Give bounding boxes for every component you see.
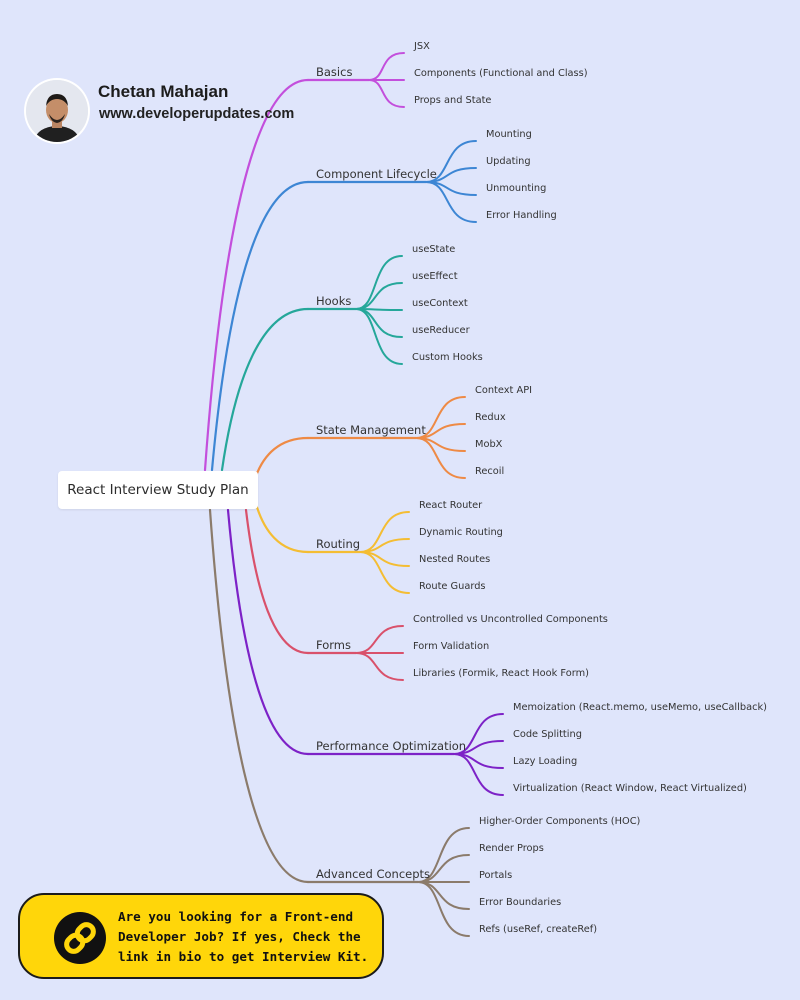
leaf-connector [355, 282, 403, 310]
leaf-label: Dynamic Routing [419, 527, 503, 538]
leaf-label: Error Handling [486, 210, 557, 221]
leaf-label: Lazy Loading [513, 756, 577, 767]
branch-connector [208, 508, 310, 884]
leaf-connector [417, 881, 470, 937]
leaf-label: Unmounting [486, 183, 546, 194]
branch-label: Performance Optimization [316, 739, 466, 753]
leaf-label: Props and State [414, 95, 491, 106]
branch-connector [220, 307, 310, 472]
leaf-label: Portals [479, 870, 512, 881]
leaf-connector [425, 181, 477, 223]
leaf-label: Components (Functional and Class) [414, 68, 588, 79]
banner-line: link in bio to get Interview Kit. [118, 949, 369, 964]
leaf-connector [355, 625, 404, 654]
branch-label: Forms [316, 638, 351, 652]
branch-label: Routing [316, 537, 360, 551]
leaf-connector [355, 308, 403, 338]
author-website[interactable]: www.developerupdates.com [99, 106, 295, 122]
branch-label: Basics [316, 65, 352, 79]
root-node-label: React Interview Study Plan [67, 482, 249, 498]
branch-label: Hooks [316, 294, 351, 308]
branch-label: Component Lifecycle [316, 167, 437, 181]
leaf-label: useState [412, 244, 455, 255]
branch-connector [254, 502, 310, 554]
branch-connector [254, 436, 310, 478]
leaf-label: Code Splitting [513, 729, 582, 740]
leaf-connector [355, 308, 403, 365]
leaf-connector [368, 52, 405, 81]
banner-message: Are you looking for a Front-end Develope… [118, 907, 380, 967]
link-icon [54, 912, 106, 964]
leaf-label: Recoil [475, 466, 504, 477]
leaf-label: Form Validation [413, 641, 489, 652]
leaf-label: JSX [413, 41, 430, 52]
leaf-label: Route Guards [419, 581, 486, 592]
branch-connector [203, 78, 310, 472]
leaf-label: Virtualization (React Window, React Virt… [513, 783, 747, 794]
leaf-label: useEffect [412, 271, 458, 282]
leaf-label: Controlled vs Uncontrolled Components [413, 614, 608, 625]
leaf-connector [359, 511, 410, 553]
leaf-connector [359, 551, 410, 594]
leaf-label: Render Props [479, 843, 544, 854]
avatar [26, 80, 88, 142]
branch-connector [244, 508, 310, 655]
promo-banner[interactable]: Are you looking for a Front-end Develope… [18, 893, 384, 979]
leaf-label: useContext [412, 298, 468, 309]
leaf-label: Context API [475, 385, 532, 396]
leaf-label: MobX [475, 439, 503, 450]
branch-connector [226, 508, 310, 756]
leaf-connector [415, 437, 466, 479]
leaf-connector [368, 79, 405, 108]
leaf-label: Nested Routes [419, 554, 490, 565]
leaf-label: Memoization (React.memo, useMemo, useCal… [513, 702, 767, 713]
leaf-label: Libraries (Formik, React Hook Form) [413, 668, 589, 679]
leaf-label: React Router [419, 500, 483, 511]
leaf-connector [355, 652, 404, 681]
banner-line: Developer Job? If yes, Check the [118, 929, 361, 944]
banner-line: Are you looking for a Front-end [118, 909, 354, 924]
leaf-label: Updating [486, 156, 531, 167]
leaf-connector [417, 881, 470, 910]
leaf-label: Custom Hooks [412, 352, 483, 363]
author-card: Chetan Mahajan www.developerupdates.com [26, 80, 326, 146]
leaf-label: Mounting [486, 129, 532, 140]
branch-connector [210, 180, 310, 472]
leaf-label: Redux [475, 412, 506, 423]
author-name: Chetan Mahajan [98, 82, 229, 101]
leaf-label: Refs (useRef, createRef) [479, 924, 597, 935]
leaf-label: Error Boundaries [479, 897, 561, 908]
leaf-label: Higher-Order Components (HOC) [479, 816, 640, 827]
branch-label: State Management [316, 423, 426, 437]
leaf-connector [453, 753, 504, 796]
root-node: React Interview Study Plan [58, 471, 258, 509]
leaf-label: useReducer [412, 325, 471, 336]
branch-label: Advanced Concepts [316, 867, 430, 881]
